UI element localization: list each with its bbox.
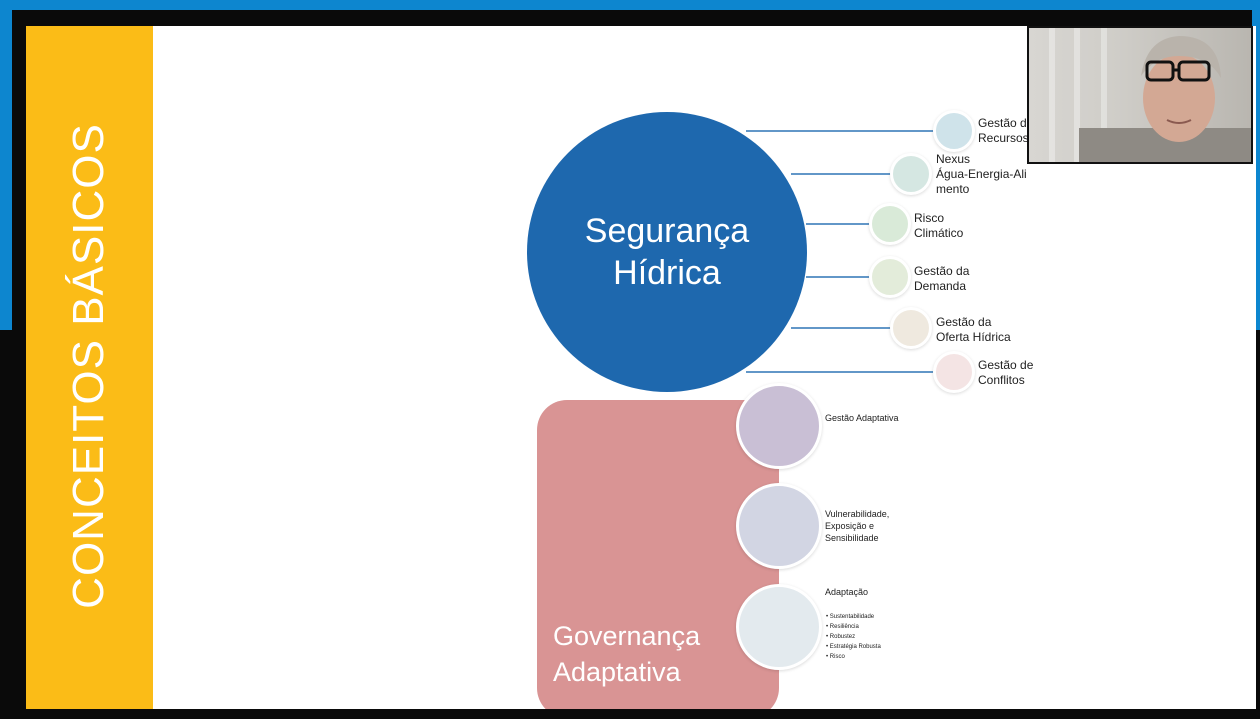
node-risco-climatico: [869, 203, 911, 245]
node-nexus: [890, 153, 932, 195]
label-gestao-oferta: Gestão da Oferta Hídrica: [936, 315, 1011, 344]
node-adaptacao: [736, 584, 822, 670]
node-gestao-demanda: [869, 256, 911, 298]
bullet-item: Resiliência: [826, 622, 881, 632]
participant-avatar-icon: [1079, 36, 1251, 162]
node-vulnerabilidade: [736, 483, 822, 569]
window-top-border: [0, 0, 1260, 10]
seguranca-hidrica-title: Segurança Hídrica: [584, 212, 750, 292]
window-right-border: [1252, 0, 1260, 330]
webcam-video-tile[interactable]: [1027, 26, 1253, 164]
bullet-item: Estratégia Robusta: [826, 642, 881, 652]
node-gestao-adaptativa: [736, 383, 822, 469]
label-nexus: Nexus Água-Energia-Ali mento: [936, 152, 1027, 196]
background-curtain: [1049, 28, 1055, 162]
bullet-item: Sustentabilidade: [826, 612, 881, 622]
label-vulnerabilidade: Vulnerabilidade, Exposição e Sensibilida…: [825, 509, 890, 543]
label-gestao-adaptativa: Gestão Adaptativa: [825, 413, 899, 423]
label-gestao-demanda: Gestão da Demanda: [914, 264, 970, 293]
governanca-adaptativa-title: Governança Adaptativa: [553, 621, 701, 687]
label-adaptacao: Adaptação: [825, 587, 869, 597]
node-gestao-recursos: [933, 110, 975, 152]
governanca-adaptativa-box: [537, 400, 779, 709]
window-left-border: [0, 0, 12, 330]
side-band: CONCEITOS BÁSICOS: [26, 26, 153, 709]
node-gestao-oferta: [890, 307, 932, 349]
label-gestao-recursos: Gestão de Recursos: [978, 116, 1033, 145]
seguranca-hidrica-circle: Segurança Hídrica: [527, 112, 807, 392]
background-curtain: [1101, 28, 1107, 162]
node-gestao-conflitos: [933, 351, 975, 393]
bullet-item: Risco: [826, 652, 881, 662]
label-gestao-conflitos: Gestão de Conflitos: [978, 358, 1034, 387]
background-curtain: [1074, 28, 1080, 162]
label-risco-climatico: Risco Climático: [914, 211, 964, 240]
adaptacao-bullet-list: Sustentabilidade Resiliência Robustez Es…: [826, 612, 881, 662]
bullet-item: Robustez: [826, 632, 881, 642]
connector-lines: [746, 130, 936, 373]
